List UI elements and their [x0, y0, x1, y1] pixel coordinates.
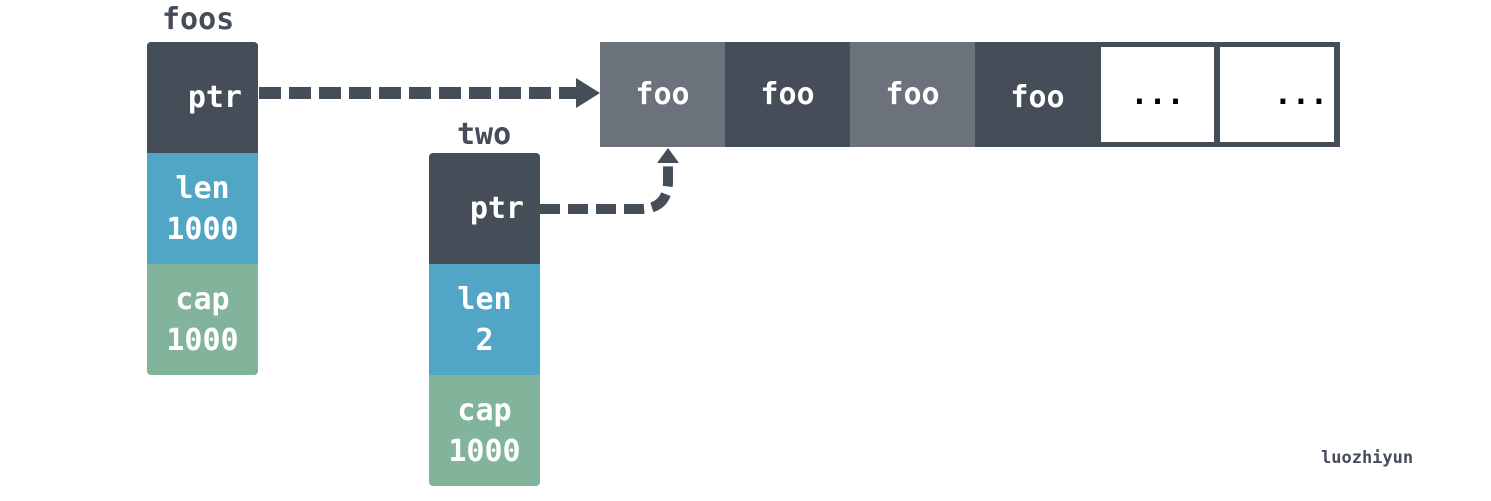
two-cap-label: cap — [457, 392, 512, 428]
foos-cap-value: 1000 — [166, 322, 239, 358]
two-len-label: len — [457, 281, 512, 317]
two-ptr-field: ptr — [429, 153, 540, 264]
two-ptr-arrow — [540, 163, 673, 214]
foos-len-field: len 1000 — [147, 153, 258, 264]
array-cell: foo — [600, 42, 725, 147]
foos-ptr-label: ptr — [187, 80, 242, 115]
array-cell: foo — [850, 42, 975, 147]
two-ptr-label: ptr — [469, 191, 524, 226]
array-cell-empty: ... — [1220, 47, 1334, 142]
array-cell-empty: ... — [1101, 47, 1214, 142]
foos-len-label: len — [175, 170, 230, 206]
array-cell: foo — [725, 42, 850, 147]
backing-array: foo foo foo foo ... ... — [600, 42, 1340, 147]
foos-ptr-arrowhead — [576, 78, 600, 108]
two-cap-value: 1000 — [448, 433, 521, 469]
two-slice-header: ptr len 2 cap 1000 — [429, 153, 540, 486]
foos-slice-header: ptr len 1000 cap 1000 — [147, 42, 258, 375]
two-len-field: len 2 — [429, 264, 540, 375]
two-len-value: 2 — [475, 322, 494, 358]
two-ptr-arrowhead — [657, 148, 679, 163]
foos-ptr-field: ptr — [147, 42, 258, 153]
watermark: luozhiyun — [1321, 448, 1414, 468]
foos-cap-field: cap 1000 — [147, 264, 258, 375]
foos-len-value: 1000 — [166, 211, 239, 247]
foos-label: foos — [162, 2, 235, 37]
array-cell: foo — [975, 42, 1100, 147]
two-label: two — [457, 117, 512, 152]
foos-cap-label: cap — [175, 281, 230, 317]
two-cap-field: cap 1000 — [429, 375, 540, 486]
